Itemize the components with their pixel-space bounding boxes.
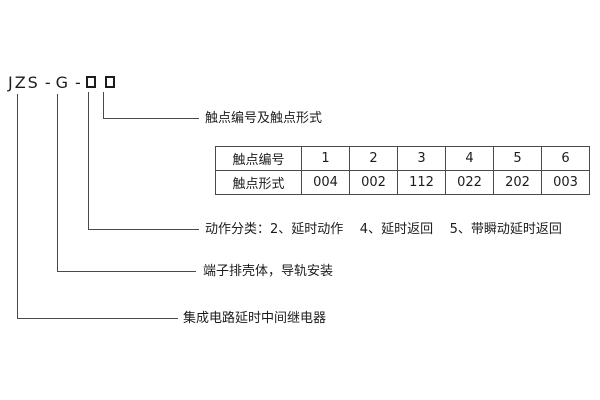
table-cell: 1 bbox=[301, 146, 350, 171]
connector-line-product bbox=[17, 94, 178, 319]
model-dash-2: - bbox=[75, 72, 81, 92]
table-row-contact-number: 触点编号 1 2 3 4 5 6 bbox=[215, 146, 590, 171]
connector-line-housing bbox=[57, 94, 196, 272]
table-row-contact-form: 触点形式 004 002 112 022 202 003 bbox=[215, 170, 590, 195]
table-cell: 003 bbox=[541, 170, 590, 195]
placeholder-box-2 bbox=[104, 75, 115, 88]
contact-table: 触点编号 1 2 3 4 5 6 触点形式 004 002 112 022 20… bbox=[215, 146, 590, 195]
table-cell: 触点编号 bbox=[215, 146, 302, 171]
label-product-name: 集成电路延时中间继电器 bbox=[183, 311, 327, 326]
connector-line-contact bbox=[103, 92, 199, 119]
placeholder-box-1 bbox=[85, 75, 96, 88]
model-dash-1: - bbox=[44, 72, 51, 92]
placeholder-boxes bbox=[85, 73, 115, 92]
label-action-classification: 动作分类：2、延时动作 4、延时返回 5、带瞬动延时返回 bbox=[205, 222, 562, 237]
model-prefix: JZS bbox=[8, 72, 40, 92]
table-cell: 3 bbox=[397, 146, 446, 171]
table-cell: 002 bbox=[349, 170, 398, 195]
table-cell: 5 bbox=[493, 146, 542, 171]
model-series: G bbox=[55, 72, 71, 92]
table-cell: 触点形式 bbox=[215, 170, 302, 195]
table-cell: 2 bbox=[349, 146, 398, 171]
label-contact-form: 触点编号及触点形式 bbox=[205, 111, 323, 126]
connector-line-action bbox=[88, 92, 199, 230]
table-cell: 022 bbox=[445, 170, 494, 195]
table-cell: 4 bbox=[445, 146, 494, 171]
model-code: JZS - G - bbox=[8, 72, 115, 92]
table-cell: 004 bbox=[301, 170, 350, 195]
table-cell: 6 bbox=[541, 146, 590, 171]
table-cell: 202 bbox=[493, 170, 542, 195]
label-housing-mount: 端子排壳体，导轨安装 bbox=[203, 264, 334, 279]
table-cell: 112 bbox=[397, 170, 446, 195]
